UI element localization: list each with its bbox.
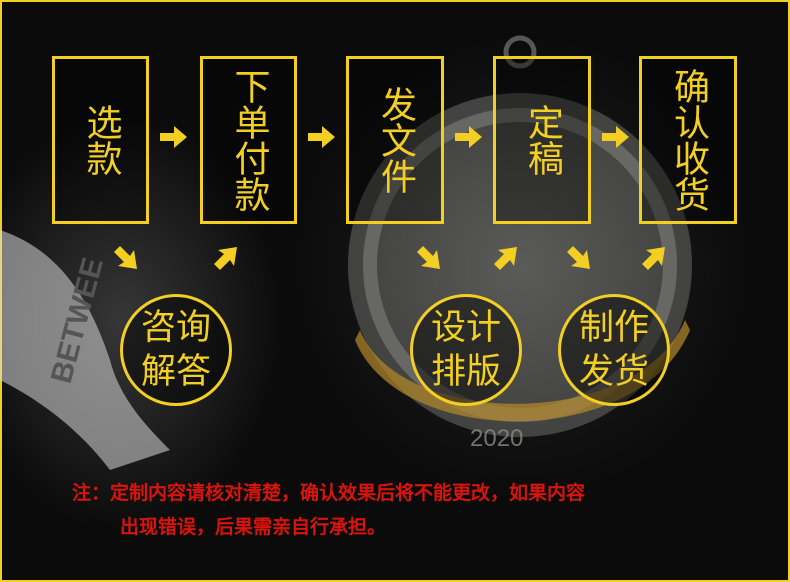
step-select-model: 选款: [52, 56, 149, 224]
right-arrow-icon: [602, 126, 629, 148]
note-line-1: 注：定制内容请核对清楚，确认效果后将不能更改，如果内容: [72, 482, 586, 504]
step-label: 选款: [80, 104, 122, 176]
circle-produce-ship: 制作发货: [558, 294, 670, 406]
circle-label: 咨询解答: [140, 308, 211, 392]
up-right-arrow-icon: [214, 247, 237, 270]
step-label: 发文件: [375, 86, 416, 194]
right-arrow-icon: [160, 126, 187, 148]
down-right-arrow-icon: [417, 246, 440, 269]
step-label: 确认收货: [668, 68, 709, 212]
down-right-arrow-icon: [114, 246, 137, 269]
step-send-file: 发文件: [346, 56, 444, 224]
step-order-pay: 下单付款: [200, 56, 297, 224]
circle-consult: 咨询解答: [120, 294, 232, 406]
medal-loop: [503, 35, 537, 69]
circle-label: 设计排版: [430, 308, 501, 392]
circle-label: 制作发货: [578, 308, 649, 392]
step-label: 下单付款: [228, 68, 270, 212]
step-confirm-receipt: 确认收货: [639, 56, 737, 224]
circle-design-layout: 设计排版: [410, 294, 522, 406]
medal-year: 2020: [470, 425, 523, 452]
ribbon-shape: [0, 230, 170, 470]
up-right-arrow-icon: [642, 247, 665, 270]
up-right-arrow-icon: [494, 247, 517, 270]
right-arrow-icon: [308, 126, 335, 148]
disclaimer-note: 注：定制内容请核对清楚，确认效果后将不能更改，如果内容 出现错误，后果需亲自行承…: [72, 476, 732, 544]
step-label: 定稿: [522, 104, 563, 176]
step-finalize: 定稿: [493, 56, 591, 224]
note-line-2: 出现错误，后果需亲自行承担。: [120, 516, 387, 538]
down-right-arrow-icon: [567, 246, 590, 269]
right-arrow-icon: [455, 126, 482, 148]
